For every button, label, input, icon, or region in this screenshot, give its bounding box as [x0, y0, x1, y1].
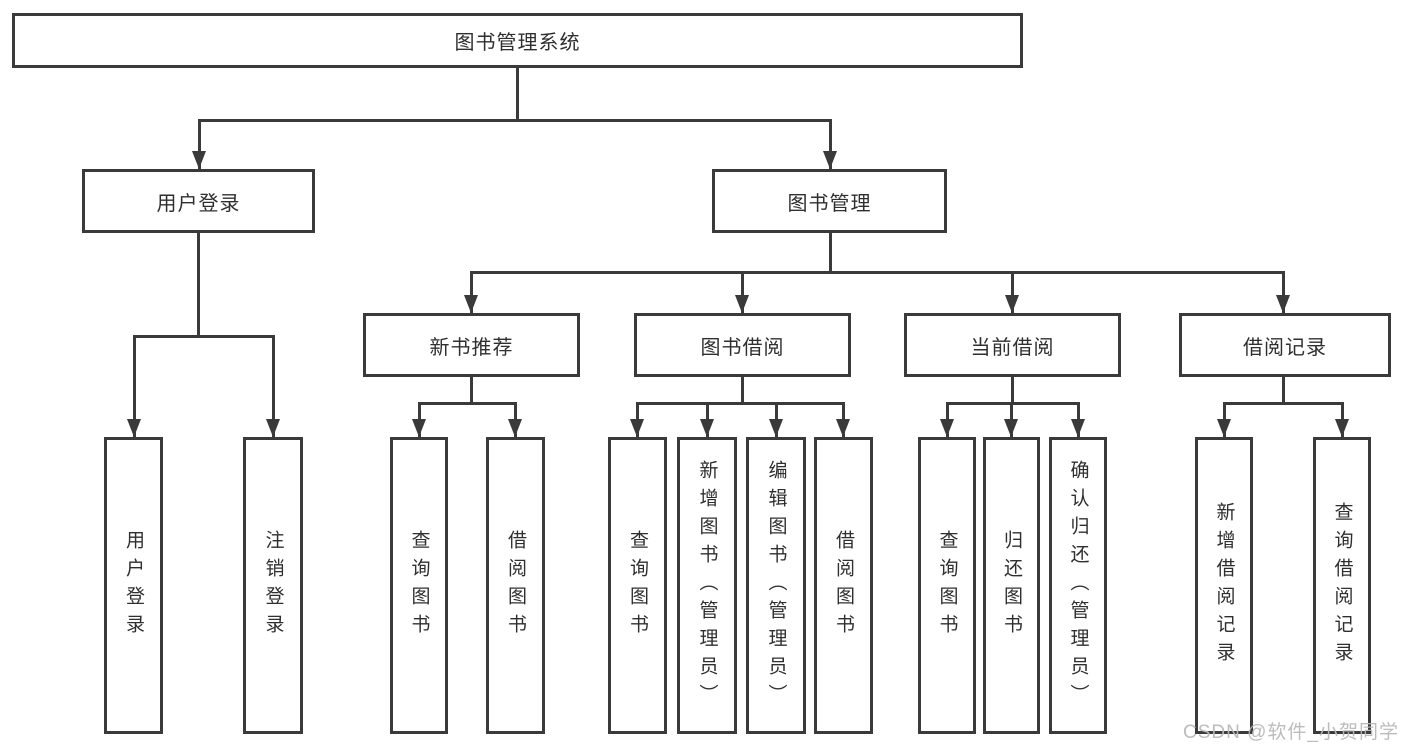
connector-line — [272, 335, 275, 437]
arrow-down-icon — [823, 151, 837, 169]
leaf-query-books-current: 查询图书 — [918, 437, 976, 734]
arrow-down-icon — [836, 419, 850, 437]
connector-line — [636, 402, 845, 405]
node-borrow-records: 借阅记录 — [1179, 313, 1391, 377]
node-label: 图书借阅 — [700, 336, 785, 359]
connector-line — [1223, 402, 1344, 405]
connector-line — [1011, 271, 1014, 313]
connector-line — [1011, 377, 1014, 404]
node-label: 新书推荐 — [429, 336, 514, 359]
connector-line — [470, 271, 473, 313]
connector-line — [829, 233, 832, 273]
arrow-down-icon — [1217, 419, 1231, 437]
connector-line — [1282, 271, 1285, 313]
node-label: 用户登录 — [156, 192, 241, 215]
arrow-down-icon — [508, 419, 522, 437]
arrow-down-icon — [769, 419, 783, 437]
node-label: 查询借阅记录 — [1331, 501, 1353, 670]
connector-line — [1282, 377, 1285, 404]
connector-line — [198, 119, 201, 169]
node-label: 查询图书 — [936, 529, 958, 642]
connector-line — [133, 335, 275, 338]
connector-line — [741, 271, 744, 313]
node-label: 查询图书 — [408, 529, 430, 642]
node-label: 借阅图书 — [833, 529, 854, 642]
leaf-query-books-recommend: 查询图书 — [390, 437, 448, 734]
leaf-add-borrow-record: 新增借阅记录 — [1195, 437, 1253, 734]
watermark: CSDN @软件_小贺同学 — [1183, 722, 1399, 743]
arrow-down-icon — [1276, 295, 1290, 313]
leaf-user-login: 用户登录 — [104, 437, 163, 734]
arrow-down-icon — [1335, 419, 1349, 437]
leaf-add-books-admin: 新增图书（管理员） — [677, 437, 737, 734]
arrow-down-icon — [266, 419, 280, 437]
connector-line — [829, 119, 832, 169]
leaf-borrow-books-recommend: 借阅图书 — [486, 437, 545, 734]
leaf-borrow-books: 借阅图书 — [814, 437, 873, 734]
arrow-down-icon — [1005, 295, 1019, 313]
arrow-down-icon — [412, 419, 426, 437]
node-new-book-recommend: 新书推荐 — [363, 313, 580, 377]
arrow-down-icon — [192, 151, 206, 169]
leaf-logout: 注销登录 — [243, 437, 303, 734]
node-label: 借阅图书 — [505, 529, 526, 642]
node-label: 归还图书 — [1001, 529, 1022, 642]
node-label: 借阅记录 — [1243, 336, 1327, 359]
connector-line — [470, 271, 1284, 274]
leaf-confirm-return-admin: 确认归还（管理员） — [1049, 437, 1107, 734]
connector-line — [198, 119, 832, 122]
connector-line — [470, 377, 473, 404]
leaf-edit-books-admin: 编辑图书（管理员） — [746, 437, 806, 734]
leaf-query-books-borrow: 查询图书 — [608, 437, 667, 734]
node-label: 编辑图书（管理员） — [765, 459, 787, 712]
arrow-down-icon — [1004, 419, 1018, 437]
node-label: 查询图书 — [627, 529, 648, 642]
node-label: 图书管理系统 — [454, 32, 581, 54]
arrow-down-icon — [700, 419, 714, 437]
node-label: 当前借阅 — [970, 336, 1055, 359]
node-label: 用户登录 — [123, 529, 144, 642]
connector-line — [946, 402, 1080, 405]
node-user-login: 用户登录 — [82, 169, 315, 233]
arrow-down-icon — [464, 295, 478, 313]
node-root-system: 图书管理系统 — [12, 13, 1023, 68]
node-book-borrow: 图书借阅 — [634, 313, 851, 377]
node-current-borrow: 当前借阅 — [904, 313, 1121, 377]
node-label: 新增图书（管理员） — [696, 459, 718, 712]
connector-line — [133, 335, 136, 437]
arrow-down-icon — [735, 295, 749, 313]
arrow-down-icon — [630, 419, 644, 437]
leaf-return-books: 归还图书 — [983, 437, 1040, 734]
node-label: 确认归还（管理员） — [1067, 459, 1089, 712]
connector-line — [516, 68, 519, 122]
node-label: 注销登录 — [262, 529, 284, 642]
arrow-down-icon — [940, 419, 954, 437]
node-label: 图书管理 — [787, 192, 872, 215]
node-label: 新增借阅记录 — [1213, 501, 1235, 670]
node-book-management: 图书管理 — [712, 169, 947, 233]
arrow-down-icon — [1071, 419, 1085, 437]
connector-line — [197, 233, 200, 337]
leaf-query-borrow-record: 查询借阅记录 — [1313, 437, 1371, 734]
arrow-down-icon — [127, 419, 141, 437]
connector-line — [418, 402, 517, 405]
connector-line — [741, 377, 744, 404]
